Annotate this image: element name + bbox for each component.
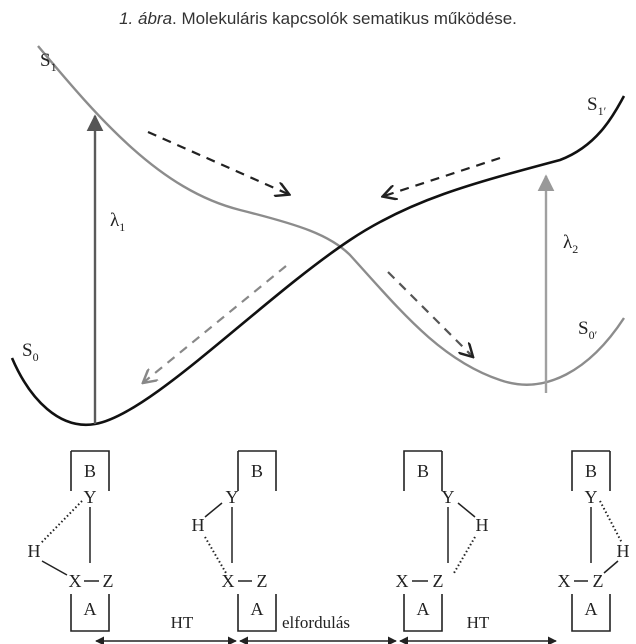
- atom-h: H: [28, 541, 41, 561]
- atom-x: X: [69, 571, 82, 591]
- atom-x: X: [222, 571, 235, 591]
- atom-y: Y: [84, 487, 97, 507]
- atom-h: H: [617, 541, 630, 561]
- figure-caption: 1. ábra. Molekuláris kapcsolók sematikus…: [119, 9, 517, 28]
- atom-z: Z: [103, 571, 114, 591]
- atom-z: Z: [433, 571, 444, 591]
- figure-caption-label: 1. ábra: [119, 9, 172, 28]
- group-b: B: [251, 461, 263, 481]
- state-label-s0: S0: [22, 340, 39, 364]
- relaxation-arrow-right-top: [384, 156, 501, 196]
- atom-h: H: [476, 515, 489, 535]
- molecule-1: B Y H X Z A: [28, 450, 114, 632]
- group-a: A: [251, 599, 264, 619]
- atom-z: Z: [593, 571, 604, 591]
- group-b: B: [585, 461, 597, 481]
- state-label-s0-prime: S0′: [578, 318, 598, 342]
- relaxation-arrow-left-bottom: [144, 265, 287, 382]
- group-b: B: [84, 461, 96, 481]
- label-ht-right: HT: [467, 613, 490, 632]
- atom-z: Z: [257, 571, 268, 591]
- relaxation-arrow-left-top: [147, 130, 288, 194]
- molecule-4: B Y H X Z A: [558, 450, 630, 632]
- atom-y: Y: [585, 487, 598, 507]
- label-ht-left: HT: [171, 613, 194, 632]
- group-a: A: [417, 599, 430, 619]
- figure-caption-text: . Molekuláris kapcsolók sematikus működé…: [172, 9, 517, 28]
- molecule-2: B Y H X Z A: [192, 450, 277, 632]
- wavelength-label-lambda2: λ2: [563, 232, 578, 256]
- atom-h: H: [192, 515, 205, 535]
- group-a: A: [585, 599, 598, 619]
- atom-y: Y: [226, 487, 239, 507]
- state-label-s1: S1: [40, 50, 57, 74]
- group-b: B: [417, 461, 429, 481]
- molecule-3: B Y H X Z A: [396, 450, 489, 632]
- excited-state-curve: [37, 45, 626, 386]
- ground-state-curve: [10, 95, 626, 427]
- atom-y: Y: [442, 487, 455, 507]
- group-a: A: [84, 599, 97, 619]
- atom-x: X: [396, 571, 409, 591]
- relaxation-arrow-right-bottom: [387, 271, 472, 356]
- wavelength-label-lambda1: λ1: [110, 210, 125, 234]
- atom-x: X: [558, 571, 571, 591]
- state-label-s1-prime: S1′: [587, 94, 607, 118]
- label-rotation: elfordulás: [282, 613, 350, 632]
